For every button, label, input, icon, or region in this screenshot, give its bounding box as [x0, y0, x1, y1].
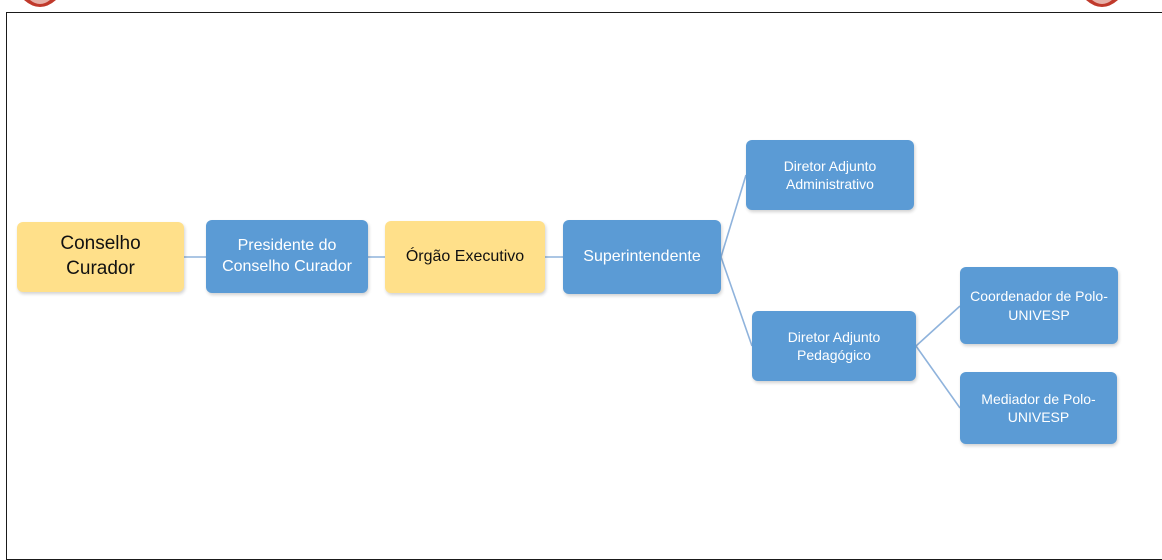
- node-conselho-curador-label: Conselho Curador: [60, 233, 141, 279]
- node-diretor-administrativo-label: Diretor Adjunto Administrativo: [783, 157, 877, 192]
- node-superintendente-label: Superintendente: [583, 247, 701, 265]
- connector-pedagogico-coordenador: [915, 305, 961, 347]
- node-presidente-label: Presidente do Conselho Curador: [222, 236, 352, 275]
- node-mediador: Mediador de Polo- UNIVESP: [960, 372, 1117, 444]
- node-diretor-pedagogico-label: Diretor Adjunto Pedagógico: [787, 328, 881, 363]
- node-superintendente: Superintendente: [563, 220, 721, 294]
- node-orgao-executivo: Órgão Executivo: [385, 221, 545, 293]
- connector-super-pedagogico: [720, 256, 753, 347]
- emblem-icon: [1086, 0, 1118, 7]
- node-orgao-executivo-label: Órgão Executivo: [405, 247, 525, 265]
- node-coordenador: Coordenador de Polo- UNIVESP: [960, 267, 1118, 344]
- node-presidente: Presidente do Conselho Curador: [206, 220, 368, 293]
- emblem-icon: [24, 0, 56, 7]
- node-coordenador-label: Coordenador de Polo- UNIVESP: [970, 288, 1108, 323]
- connector-pedagogico-mediador: [915, 345, 961, 409]
- node-conselho-curador: Conselho Curador: [17, 222, 184, 292]
- node-diretor-administrativo: Diretor Adjunto Administrativo: [746, 140, 914, 210]
- node-diretor-pedagogico: Diretor Adjunto Pedagógico: [752, 311, 916, 381]
- node-mediador-label: Mediador de Polo- UNIVESP: [981, 390, 1096, 425]
- connector-super-administrativo: [720, 174, 747, 258]
